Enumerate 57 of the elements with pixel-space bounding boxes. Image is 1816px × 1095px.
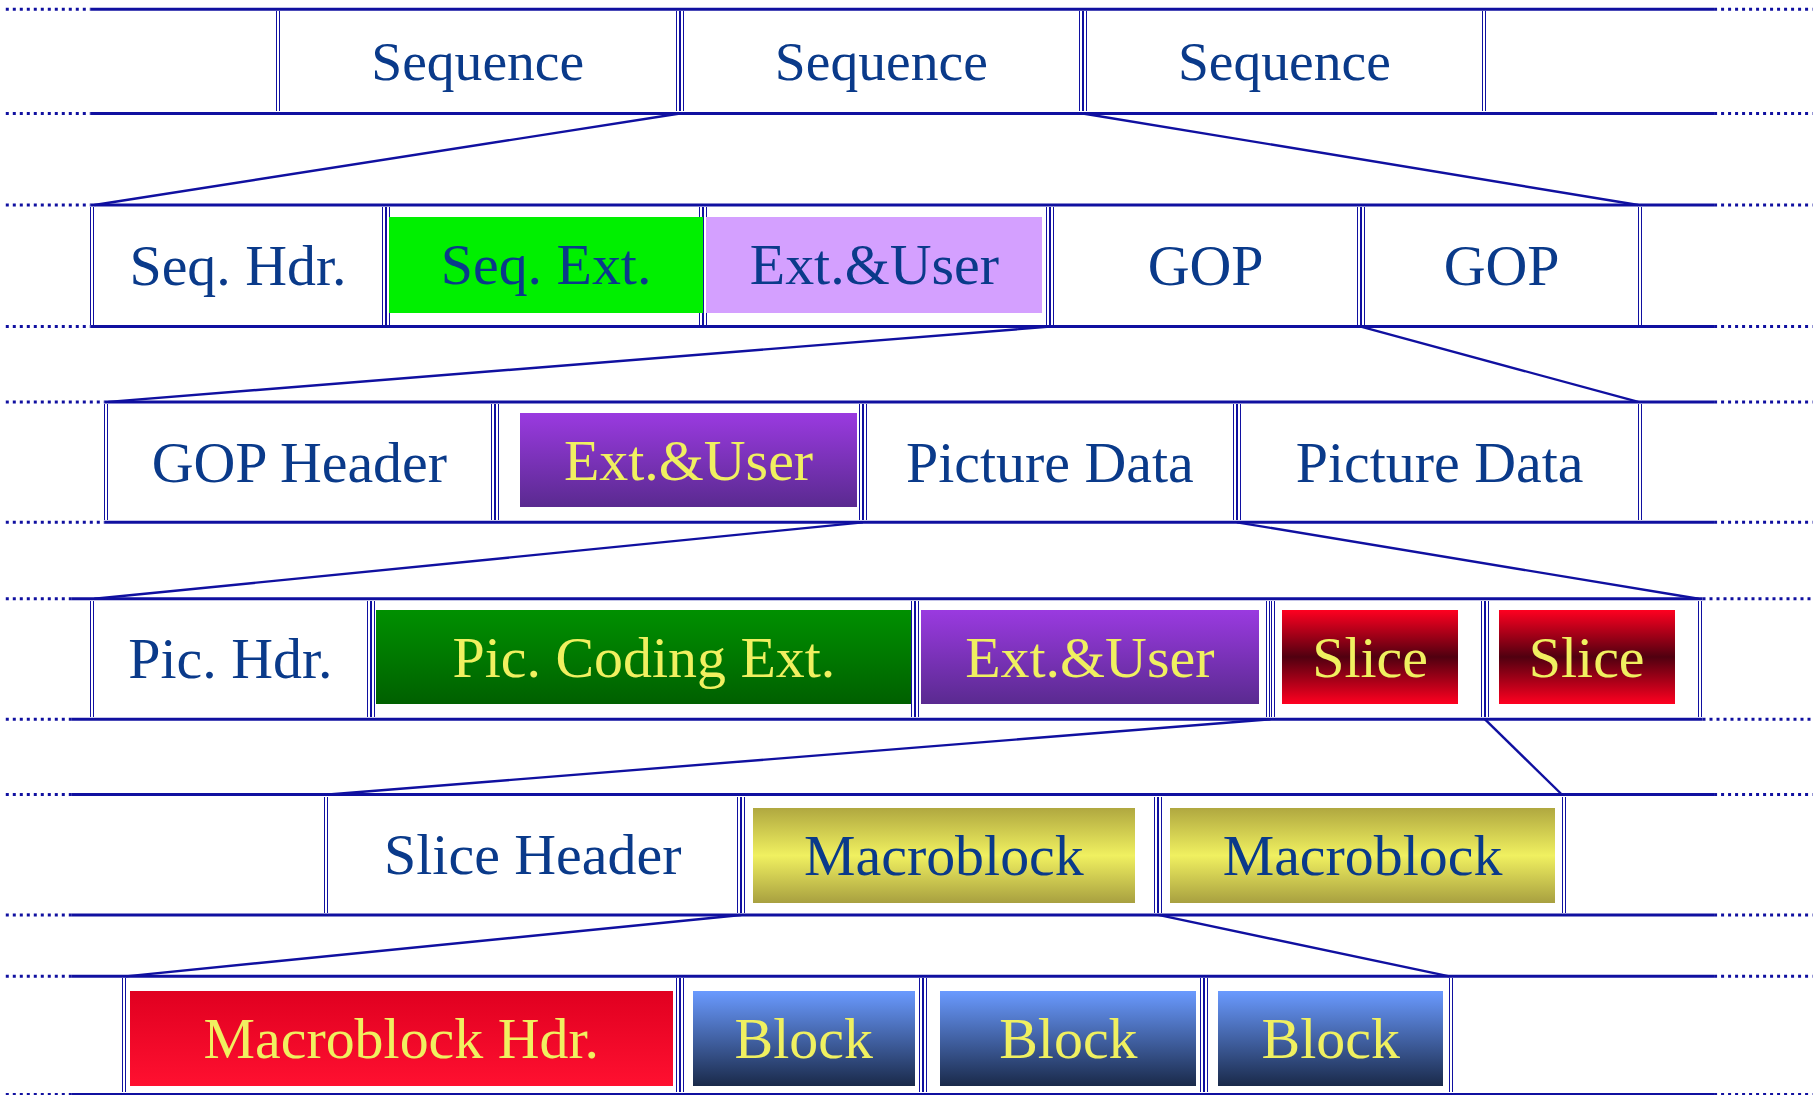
segment-cell	[914, 600, 1271, 718]
segment-cell	[370, 600, 915, 718]
segment-label: Block	[940, 991, 1197, 1087]
segment-label: Sequence	[773, 29, 989, 95]
expansion-line	[1483, 718, 1563, 796]
segment-label: Pic. Coding Ext.	[376, 610, 912, 705]
segment-cell	[1082, 11, 1486, 112]
segment-cell	[1236, 403, 1643, 521]
segment-cell	[1270, 600, 1485, 718]
segment-label: Ext.&User	[706, 216, 1043, 313]
expansion-line	[1082, 112, 1639, 207]
segment-label: Slice Header	[383, 821, 683, 890]
segment-label: Seq. Ext.	[389, 216, 703, 313]
expansion-line	[1360, 325, 1639, 404]
segment-label: Sequence	[1176, 29, 1392, 95]
segment-label: Pic. Hdr.	[127, 625, 334, 694]
segment-label: GOP	[1442, 232, 1561, 301]
segment-cell	[1158, 796, 1566, 913]
segment-label: Picture Data	[905, 428, 1195, 497]
segment-label: Macroblock	[1169, 808, 1556, 904]
segment-cell	[679, 978, 924, 1093]
segment-cell	[741, 796, 1159, 913]
segment-label: GOP Header	[150, 428, 448, 497]
expansion-line	[1236, 521, 1699, 600]
segment-cell	[275, 11, 680, 112]
segment-label: Macroblock	[752, 808, 1135, 904]
expansion-line	[328, 718, 1271, 796]
segment-cell	[1050, 207, 1361, 325]
segment-label: Slice	[1282, 610, 1459, 705]
segment-cell	[923, 978, 1205, 1093]
segment-label: Ext.&User	[520, 413, 857, 508]
expansion-line	[125, 913, 742, 978]
segment-cell	[1484, 600, 1703, 718]
segment-cell	[385, 207, 703, 325]
segment-label: Picture Data	[1294, 428, 1585, 497]
segment-cell	[90, 600, 371, 718]
segment-label: Block	[1218, 991, 1444, 1087]
expansion-line	[94, 112, 681, 207]
segment-cell	[1360, 207, 1643, 325]
segment-label: Ext.&User	[920, 610, 1259, 705]
segment-label: Sequence	[370, 29, 586, 95]
expansion-line	[94, 521, 863, 600]
segment-cell	[1204, 978, 1454, 1093]
segment-label: Macroblock Hdr.	[129, 991, 673, 1087]
segment-label: Slice	[1498, 610, 1675, 705]
segment-cell	[90, 207, 386, 325]
expansion-line	[1157, 913, 1450, 978]
segment-cell	[121, 978, 680, 1093]
segment-cell	[862, 403, 1237, 521]
segment-cell	[324, 796, 742, 913]
segment-cell	[703, 207, 1051, 325]
segment-cell	[104, 403, 495, 521]
segment-cell	[494, 403, 863, 521]
segment-label: GOP	[1146, 232, 1265, 301]
segment-label: Seq. Hdr.	[128, 232, 348, 301]
segment-label: Block	[692, 991, 915, 1087]
segment-cell	[679, 11, 1083, 112]
